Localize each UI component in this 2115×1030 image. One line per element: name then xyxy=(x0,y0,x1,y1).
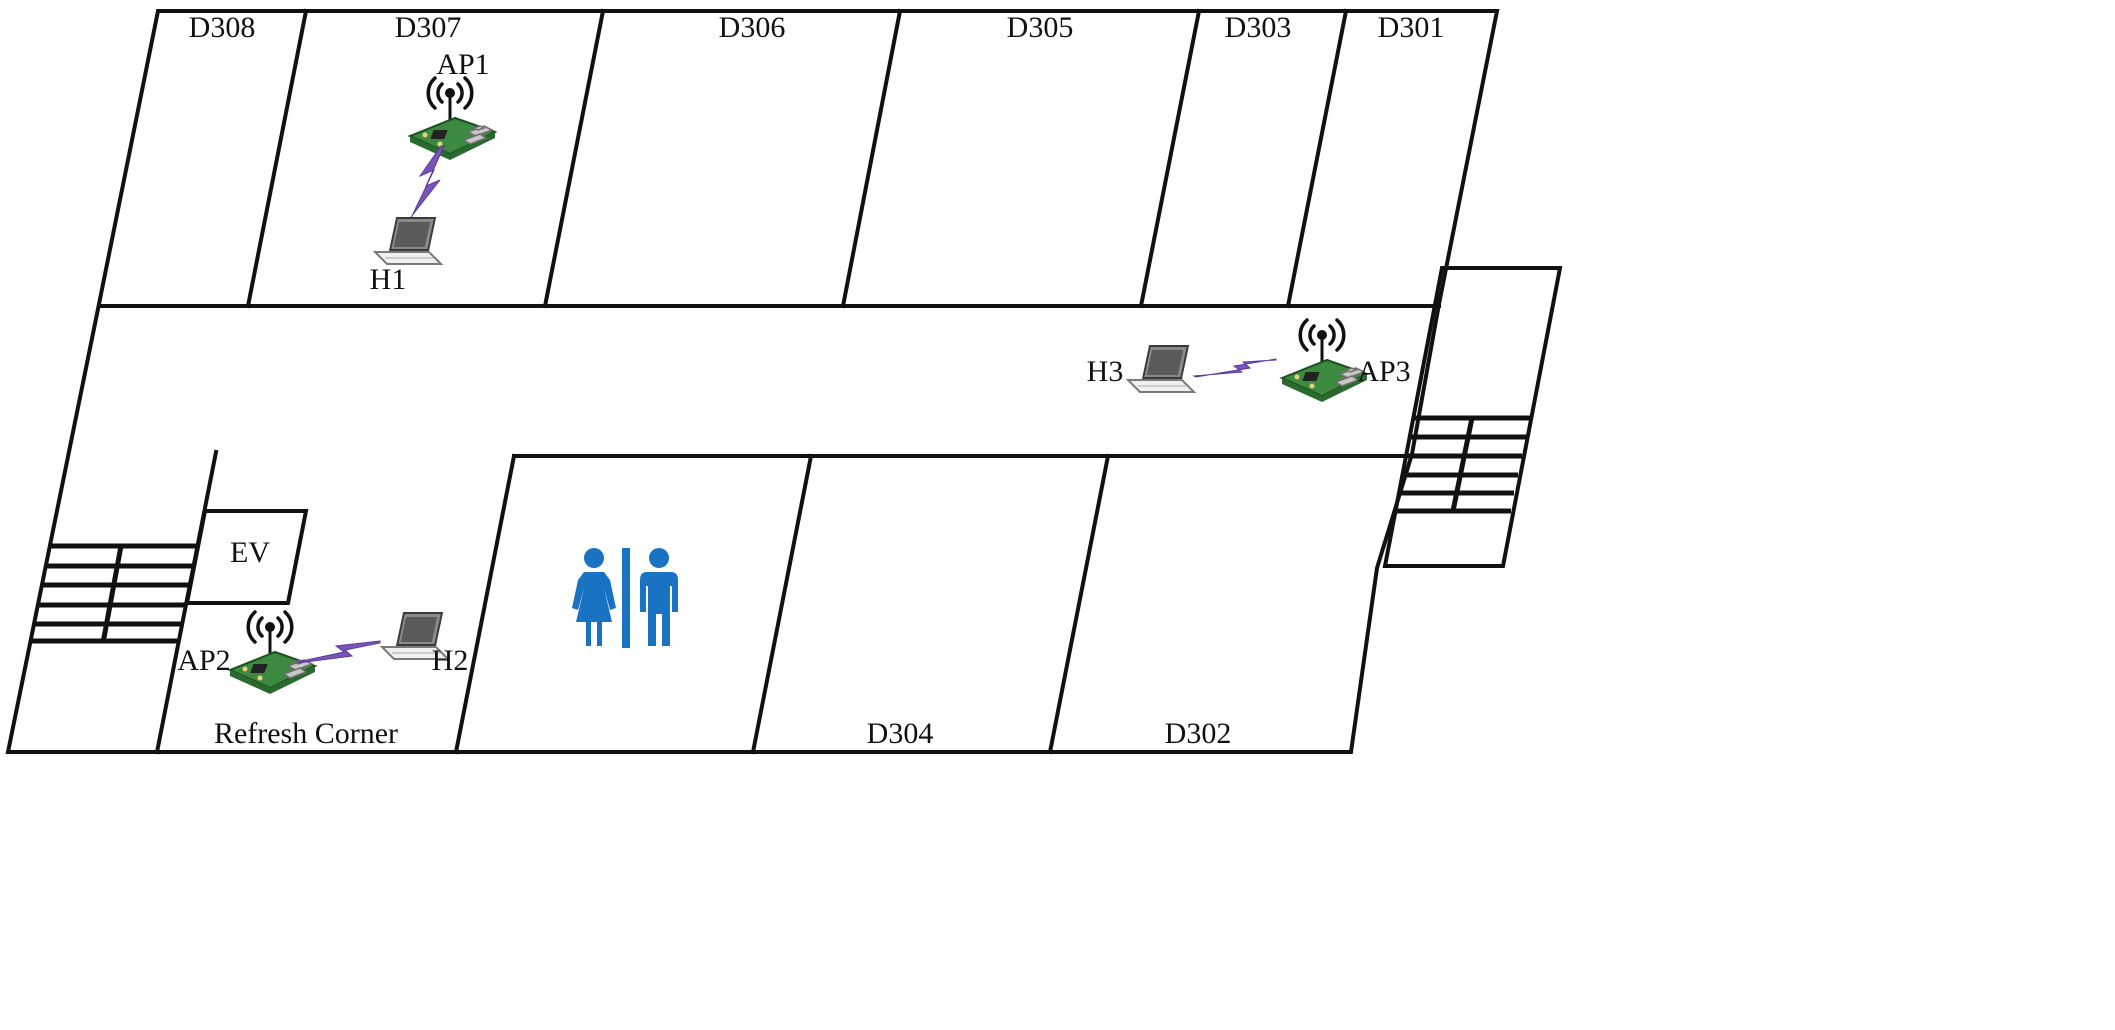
ap3-label: AP3 xyxy=(1357,355,1410,388)
h3-laptop-icon xyxy=(1127,345,1195,393)
ap2-h2-wireless-link-icon xyxy=(295,640,381,664)
h2-label: H2 xyxy=(432,644,469,677)
room-label-d306: D306 xyxy=(719,11,786,44)
ap2-access-point-icon xyxy=(228,610,317,696)
room-label-d307: D307 xyxy=(395,11,462,44)
room-label-d305: D305 xyxy=(1007,11,1074,44)
wall-d303-d301 xyxy=(1285,8,1349,309)
right-staircase xyxy=(1394,415,1530,514)
ap3-h3-wireless-link-icon xyxy=(1192,358,1277,378)
room-label-d302: D302 xyxy=(1165,717,1232,750)
wall-restroom-left xyxy=(453,453,517,755)
h3-label: H3 xyxy=(1087,355,1124,388)
wall-d307-d306 xyxy=(542,8,606,309)
ap1-label: AP1 xyxy=(436,48,489,81)
room-label-refresh-corner: Refresh Corner xyxy=(214,717,398,750)
left-staircase xyxy=(31,543,198,644)
ap1-access-point-icon xyxy=(408,76,497,162)
wall-d308-d307 xyxy=(245,8,309,309)
wall-d305-d303 xyxy=(1138,8,1202,309)
ap2-label: AP2 xyxy=(177,644,230,677)
wall-restroom-d304 xyxy=(750,453,814,755)
restroom-icon xyxy=(572,548,678,648)
room-label-ev: EV xyxy=(230,536,270,569)
wall-d304-d302 xyxy=(1047,453,1111,755)
h1-laptop-icon xyxy=(374,217,442,265)
ap1-h1-wireless-link-icon xyxy=(410,145,445,218)
elevator-shaft xyxy=(184,509,309,605)
room-label-d303: D303 xyxy=(1225,11,1292,44)
room-label-d308: D308 xyxy=(189,11,256,44)
room-label-d304: D304 xyxy=(867,717,934,750)
building-outline xyxy=(5,9,1500,754)
ap3-access-point-icon xyxy=(1280,318,1369,404)
wall-d306-d305 xyxy=(840,8,903,309)
right-stair-annex xyxy=(1382,266,1563,568)
room-label-d301: D301 xyxy=(1378,11,1445,44)
h1-label: H1 xyxy=(370,263,407,296)
